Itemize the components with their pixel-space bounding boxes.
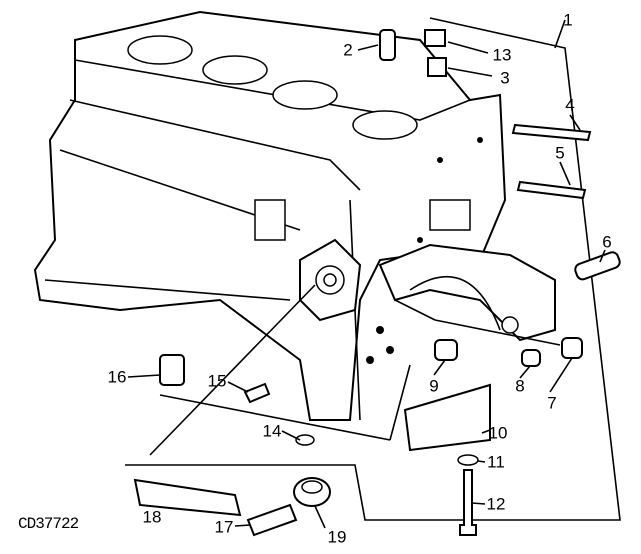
callout-3: 3 [500, 68, 510, 88]
washer-11 [457, 454, 479, 466]
callout-9: 9 [429, 376, 439, 396]
stud-4 [511, 123, 592, 142]
dowel-6 [574, 251, 621, 281]
callout-14: 14 [262, 421, 282, 441]
valve-18 [133, 478, 242, 517]
callout-6: 6 [602, 232, 612, 252]
callout-2: 2 [343, 40, 353, 60]
parts [133, 29, 621, 537]
callout-16: 16 [107, 367, 127, 387]
stud-5 [516, 180, 587, 200]
figure-code: CD37722 [18, 515, 79, 533]
plug-15 [243, 382, 271, 404]
washer-14 [295, 434, 315, 446]
callout-1: 1 [563, 10, 573, 30]
spring-17 [246, 503, 298, 537]
bearing-cap-10 [403, 383, 491, 452]
callout-18: 18 [142, 507, 162, 527]
callout-7: 7 [547, 393, 557, 413]
callout-5: 5 [555, 143, 565, 163]
cylinder-block [33, 10, 556, 421]
dowel-pin-2 [379, 29, 396, 61]
callout-13: 13 [492, 45, 512, 65]
bolt-12 [459, 469, 477, 536]
sensor-13 [424, 29, 446, 47]
plug-9 [434, 339, 458, 361]
plug-3 [427, 57, 447, 77]
callout-15: 15 [207, 371, 227, 391]
bushing-8 [521, 349, 541, 367]
callout-12: 12 [486, 494, 506, 514]
bushing-7 [561, 337, 583, 359]
group-outline [125, 17, 621, 521]
plug-16 [159, 354, 185, 386]
callout-17: 17 [214, 517, 234, 537]
callout-19: 19 [327, 527, 347, 547]
callout-4: 4 [565, 95, 575, 115]
callout-8: 8 [515, 376, 525, 396]
callout-10: 10 [488, 423, 508, 443]
leader-lines [127, 41, 606, 529]
callout-11: 11 [487, 452, 505, 472]
